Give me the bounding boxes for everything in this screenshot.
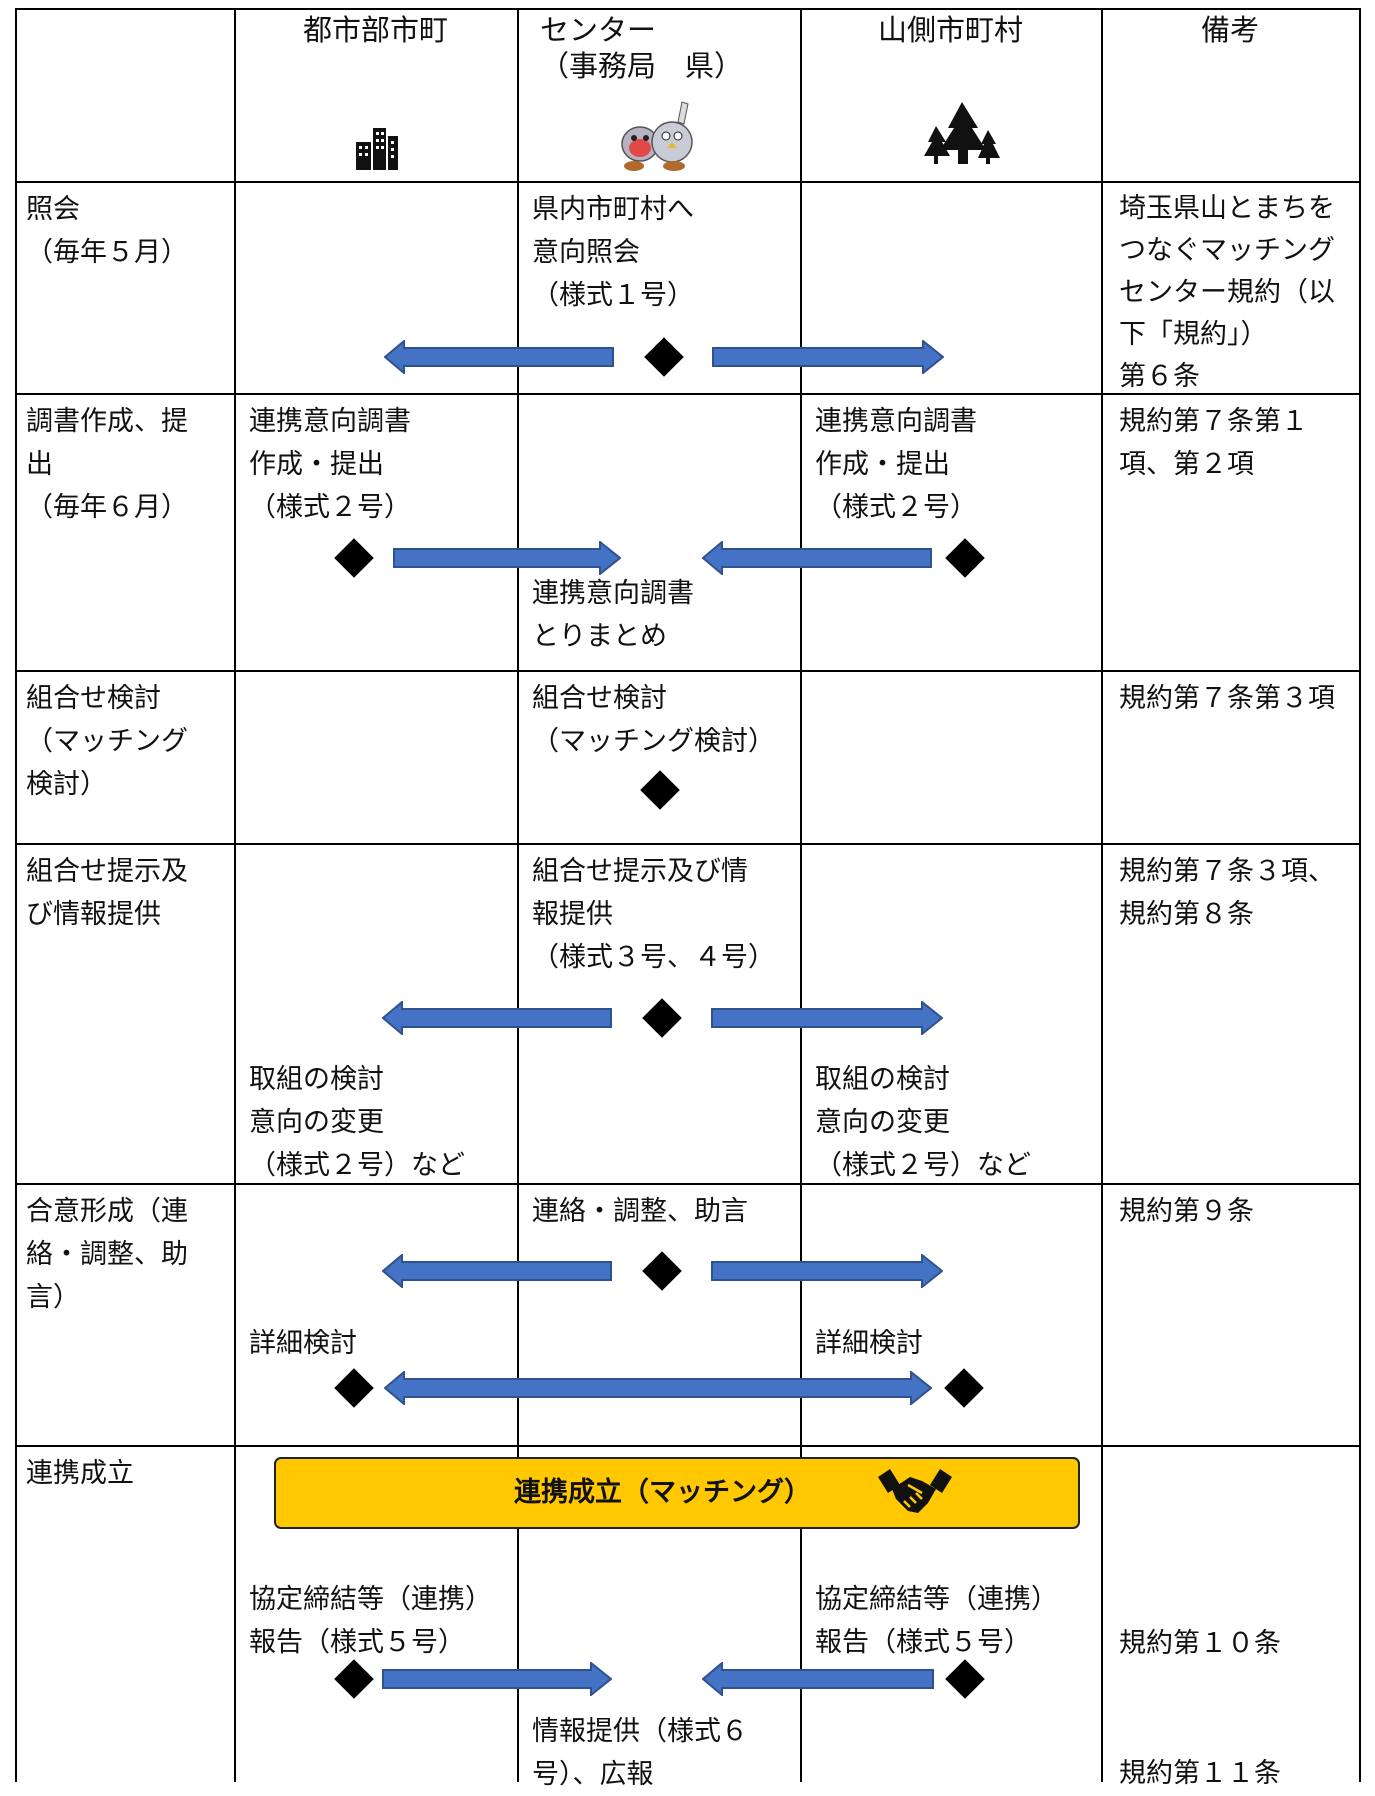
col-divider (234, 8, 236, 1782)
center-survey-text: 連携意向調書 とりまとめ (532, 578, 694, 652)
diamond-marker (334, 1368, 374, 1408)
center-info-provision: 情報提供（様式６ 号）、広報 (532, 1716, 748, 1790)
row-divider (15, 1183, 1360, 1185)
row-divider (15, 393, 1360, 395)
diamond-marker (945, 538, 985, 578)
arrow-left (382, 1254, 612, 1288)
arrow-right (712, 340, 944, 374)
city-detail-review: 詳細検討 (249, 1328, 357, 1359)
matching-established-banner: 連携成立（マッチング） (274, 1457, 1080, 1529)
notes-established-2: 規約第１１条 (1119, 1758, 1281, 1789)
mascot-characters-icon (621, 101, 693, 171)
col-divider (1101, 8, 1103, 1782)
diamond-marker (642, 998, 682, 1038)
stage-survey: 調書作成、提 出 （毎年６月） (26, 406, 188, 523)
arrow-right (393, 541, 621, 575)
row-divider (15, 843, 1360, 845)
table-border-left (15, 8, 17, 1782)
arrow-left (384, 340, 614, 374)
city-agreement-report: 協定締結等（連携） 報告（様式５号） (249, 1584, 492, 1658)
diamond-marker (644, 337, 684, 377)
stage-inquiry: 照会 （毎年５月） (26, 194, 188, 268)
arrow-right (382, 1662, 612, 1696)
stage-consensus: 合意形成（連 絡・調整、助 言） (26, 1196, 188, 1313)
arrow-right (711, 1001, 943, 1035)
stage-matching-review: 組合せ検討 （マッチング 検討） (26, 683, 188, 800)
row-divider (15, 670, 1360, 672)
stage-proposal: 組合せ提示及 び情報提供 (26, 856, 188, 930)
header-mountain: 山側市町村 (877, 13, 1023, 47)
handshake-icon (878, 1469, 952, 1513)
col-divider (517, 8, 519, 1782)
city-proposal-response: 取組の検討 意向の変更 （様式２号）など (249, 1064, 465, 1181)
header-city: 都市部市町 (302, 13, 448, 47)
table-border-top (15, 8, 1360, 10)
notes-proposal: 規約第７条３項、 規約第８条 (1119, 856, 1335, 930)
stage-established: 連携成立 (26, 1458, 134, 1489)
notes-consensus: 規約第９条 (1119, 1196, 1254, 1227)
notes-matching-review: 規約第７条第３項 (1119, 683, 1335, 714)
diamond-marker (944, 1368, 984, 1408)
header-notes: 備考 (1200, 13, 1259, 47)
row-divider (15, 181, 1360, 183)
arrow-right (711, 1254, 943, 1288)
col-divider (800, 8, 802, 1782)
center-consensus-text: 連絡・調整、助言 (532, 1196, 748, 1227)
notes-survey: 規約第７条第１ 項、第２項 (1119, 406, 1308, 480)
mountain-proposal-response: 取組の検討 意向の変更 （様式２号）など (815, 1064, 1031, 1181)
city-buildings-icon (356, 128, 398, 170)
mountain-agreement-report: 協定締結等（連携） 報告（様式５号） (815, 1584, 1058, 1658)
banner-label: 連携成立（マッチング） (514, 1477, 811, 1508)
arrow-left (382, 1001, 612, 1035)
notes-inquiry: 埼玉県山とまちを つなぐマッチング センター規約（以 下「規約」） 第６条 (1119, 193, 1335, 392)
arrow-left (702, 541, 932, 575)
diamond-marker (640, 770, 680, 810)
mountain-detail-review: 詳細検討 (815, 1328, 923, 1359)
diamond-marker (945, 1659, 985, 1699)
city-survey-text: 連携意向調書 作成・提出 （様式２号） (249, 406, 411, 523)
notes-established-1: 規約第１０条 (1119, 1628, 1281, 1659)
row-divider (15, 1445, 1360, 1447)
diamond-marker (334, 538, 374, 578)
arrow-left (702, 1662, 934, 1696)
header-center: センター （事務局 県） (540, 13, 744, 83)
arrow-double (384, 1371, 932, 1405)
center-inquiry-text: 県内市町村へ 意向照会 （様式１号） (532, 194, 694, 311)
mountain-survey-text: 連携意向調書 作成・提出 （様式２号） (815, 406, 977, 523)
table-border-right (1359, 8, 1361, 1782)
diamond-marker (642, 1251, 682, 1291)
forest-trees-icon (924, 102, 1000, 164)
diamond-marker (334, 1659, 374, 1699)
center-matching-review-text: 組合せ検討 （マッチング検討） (532, 683, 775, 757)
center-proposal-text: 組合せ提示及び情 報提供 （様式３号、４号） (532, 856, 775, 973)
